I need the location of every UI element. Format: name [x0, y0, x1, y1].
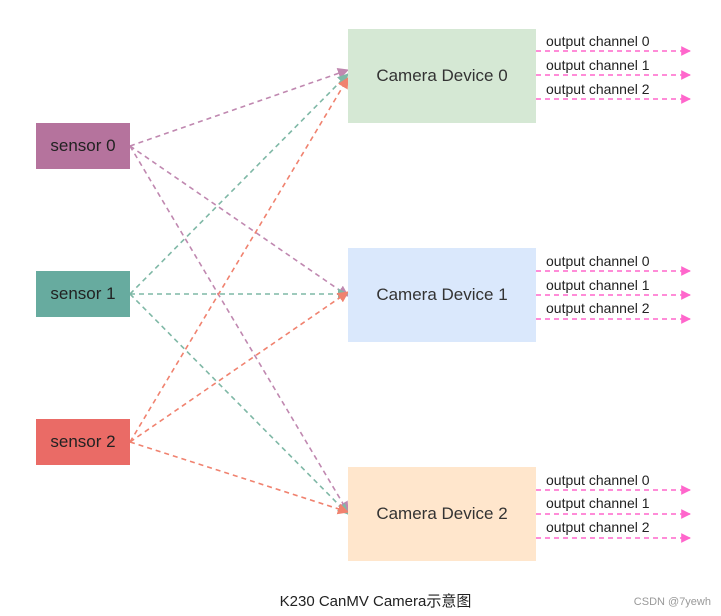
- edge-sensor0-device1: [129, 145, 349, 297]
- device0-channel0-label: output channel 0: [546, 33, 650, 49]
- edge-sensor2-device0: [129, 77, 349, 443]
- device2-channel2-label: output channel 2: [546, 519, 650, 535]
- device1-channel0-label: output channel 0: [546, 253, 650, 269]
- edge-sensor0-device2: [129, 145, 349, 513]
- sensor-0-label: sensor 0: [50, 136, 116, 155]
- sensor-2-node: sensor 2: [36, 419, 130, 465]
- camera-device-0-node: Camera Device 0: [348, 29, 536, 123]
- sensor-1-label: sensor 1: [50, 284, 116, 303]
- edge-sensor1-device0: [129, 73, 349, 295]
- camera-device-0-label: Camera Device 0: [376, 66, 508, 85]
- sensor-1-node: sensor 1: [36, 271, 130, 317]
- edge-sensor2-device2: [129, 441, 350, 515]
- camera-device-1-label: Camera Device 1: [376, 285, 508, 304]
- sensor-0-node: sensor 0: [36, 123, 130, 169]
- output-arrows-device1: [536, 266, 691, 324]
- edge-sensor0-device0: [129, 68, 350, 147]
- output-arrows-device0: [536, 46, 691, 104]
- output-arrows-device2: [536, 485, 691, 543]
- camera-device-2-label: Camera Device 2: [376, 504, 508, 523]
- edge-sensor1-device2: [129, 293, 349, 515]
- edge-sensor2-device1: [129, 291, 349, 443]
- camera-device-2-node: Camera Device 2: [348, 467, 536, 561]
- device0-channel2-label: output channel 2: [546, 81, 650, 97]
- figure-caption: K230 CanMV Camera示意图: [279, 593, 472, 610]
- device2-channel1-label: output channel 1: [546, 495, 650, 511]
- device2-channel0-label: output channel 0: [546, 472, 650, 488]
- camera-device-1-node: Camera Device 1: [348, 248, 536, 342]
- device1-channel1-label: output channel 1: [546, 277, 650, 293]
- device0-channel1-label: output channel 1: [546, 57, 650, 73]
- sensor-2-label: sensor 2: [50, 432, 116, 451]
- device1-channel2-label: output channel 2: [546, 300, 650, 316]
- csdn-watermark: CSDN @7yewh: [633, 596, 711, 608]
